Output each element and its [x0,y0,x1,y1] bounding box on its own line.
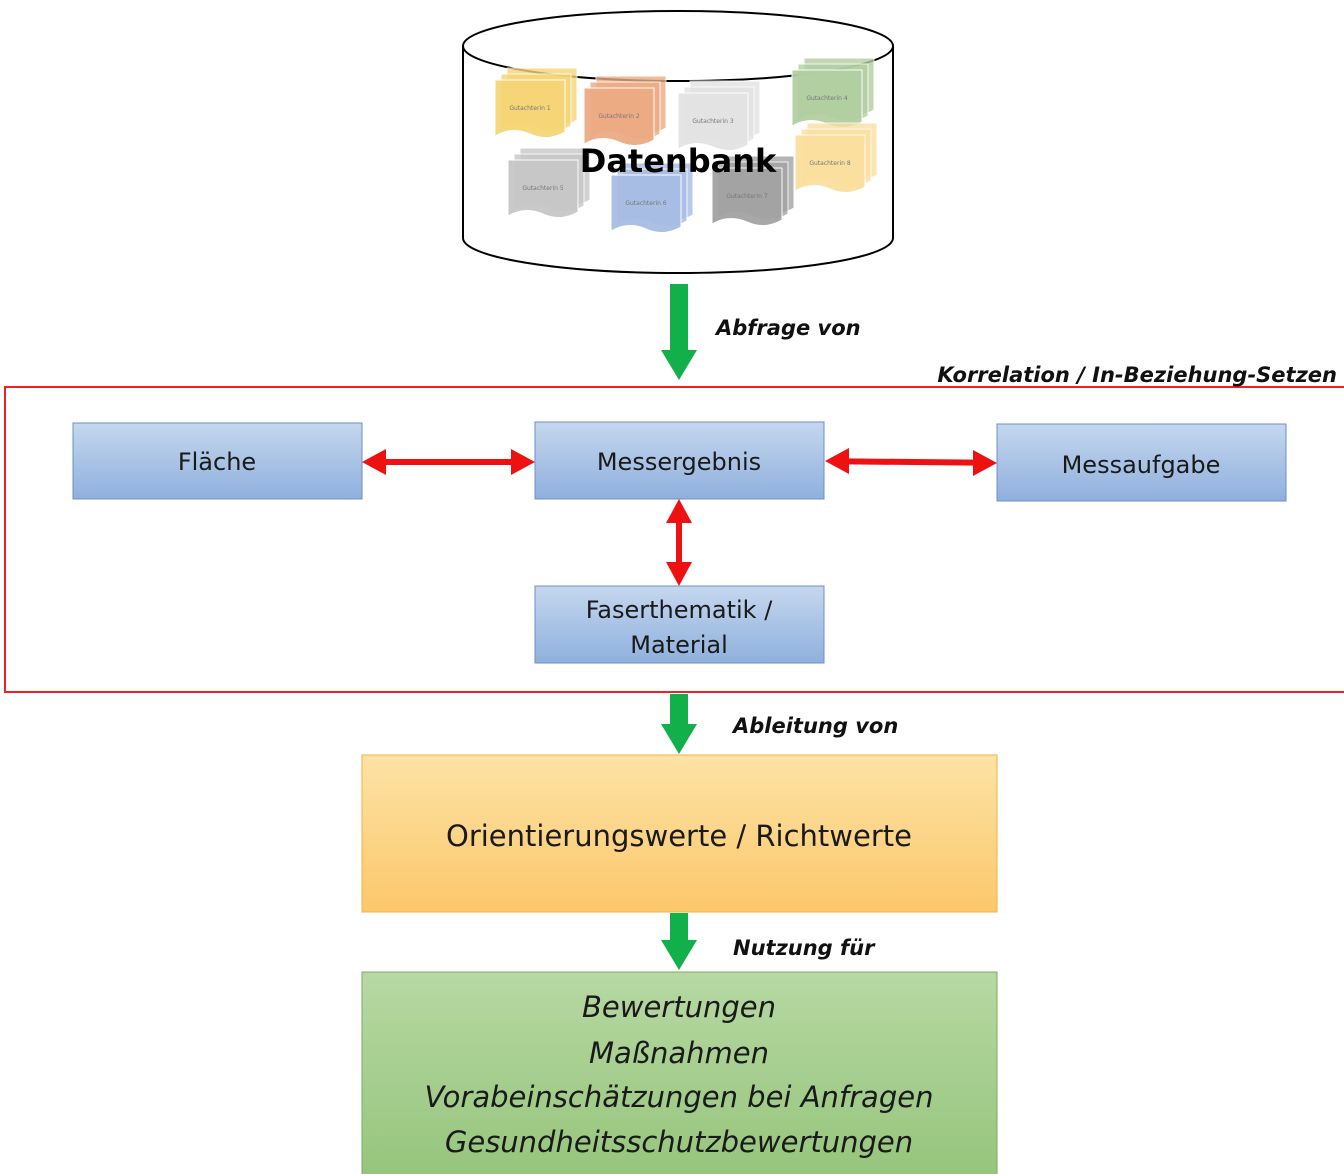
node-orientierungswerte: Orientierungswerte / Richtwerte [361,754,998,913]
arrow-derivation [661,694,697,754]
arrow-messergebnis-messaufgabe [825,448,997,476]
document-stack: Gutachterin 1 [494,67,578,138]
document-stack: Gutachterin 8 [794,122,878,193]
document-label: Gutachterin 6 [625,200,666,207]
document-stack: Gutachterin 4 [791,57,875,128]
arrow-flaeche-messergebnis [362,449,535,475]
document-stacks: Gutachterin 1 Gutachterin 2 Gutachterin 3 G… [494,57,878,233]
document-stack: Gutachterin 7 [711,155,795,226]
usage-item-bewertungen: Bewertungen [582,990,776,1024]
node-faserthematik-line1: Faserthematik / [586,596,774,624]
usage-item-vorabeinschaetzungen: Vorabeinschätzungen bei Anfragen [425,1080,934,1114]
node-flaeche-label: Fläche [178,448,256,476]
document-stack: Gutachterin 3 [677,80,761,151]
node-messaufgabe: Messaufgabe [996,423,1287,502]
node-flaeche: Fläche [72,422,363,500]
document-stack: Gutachterin 5 [507,147,591,218]
node-messaufgabe-label: Messaufgabe [1062,451,1221,479]
database-cylinder: Gutachterin 1 Gutachterin 2 Gutachterin 3 G… [462,10,894,274]
node-usage: Bewertungen Maßnahmen Vorabeinschätzunge… [361,971,998,1174]
arrow-query [661,284,697,380]
document-label: Gutachterin 3 [692,118,733,125]
node-faserthematik: Faserthematik / Material [534,585,825,664]
node-messergebnis-label: Messergebnis [597,448,761,476]
label-query: Abfrage von [714,316,861,340]
document-label: Gutachterin 4 [806,95,847,102]
usage-item-massnahmen: Maßnahmen [589,1036,769,1070]
database-label: Datenbank [580,142,777,180]
document-stack: Gutachterin 6 [610,162,694,233]
document-label: Gutachterin 8 [809,160,850,167]
arrow-usage [661,913,697,970]
correlation-frame [4,386,1344,693]
label-usage: Nutzung für [733,936,876,960]
arrow-messergebnis-faserthematik [666,499,692,586]
document-label: Gutachterin 2 [598,113,639,120]
document-label: Gutachterin 1 [509,105,550,112]
label-correlation: Korrelation / In-Beziehung-Setzen [937,363,1337,387]
node-messergebnis: Messergebnis [534,421,825,500]
label-derivation: Ableitung von [731,714,898,738]
document-label: Gutachterin 5 [522,185,563,192]
usage-item-gesundheitsschutz: Gesundheitsschutzbewertungen [445,1125,913,1159]
node-faserthematik-line2: Material [630,631,728,659]
node-orientierungswerte-label: Orientierungswerte / Richtwerte [446,819,912,853]
document-label: Gutachterin 7 [726,193,767,200]
document-stack: Gutachterin 2 [583,75,667,146]
